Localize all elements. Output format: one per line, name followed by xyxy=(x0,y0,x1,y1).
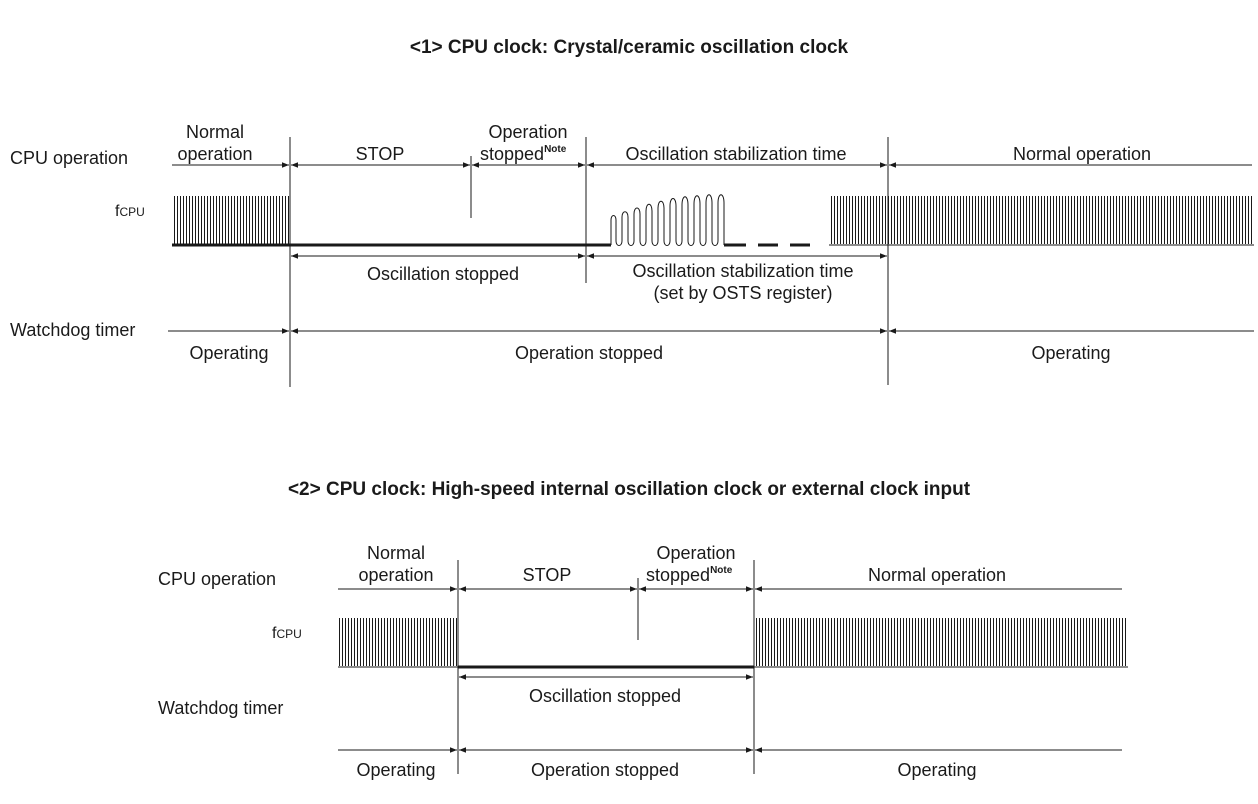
diagram2-phase-normal-right: Normal operation xyxy=(868,565,1006,585)
diagram2-watchdog-label: Watchdog timer xyxy=(158,698,283,718)
diagram1-fcpu-label: fCPU xyxy=(115,203,145,220)
diagram1-osc-stopped-label: Oscillation stopped xyxy=(367,264,519,284)
diagram1-wdt-operating-right: Operating xyxy=(1031,343,1110,363)
diagram2-phase-stop: STOP xyxy=(523,565,572,585)
diagram1-phase-osc-stab: Oscillation stabilization time xyxy=(625,144,846,164)
diagram1-phase-op-stopped-line2: stoppedNote xyxy=(480,144,567,164)
diagram2-wdt-operating-right: Operating xyxy=(897,760,976,780)
diagram1-wdt-label-inline: Watchdog timer xyxy=(10,320,135,340)
diagram1-title: <1> CPU clock: Crystal/ceramic oscillati… xyxy=(410,37,849,58)
diagram1-osc-stab-label-line2: (set by OSTS register) xyxy=(653,283,832,303)
diagram2-title: <2> CPU clock: High-speed internal oscil… xyxy=(288,479,971,500)
diagram1-clock-active-right xyxy=(829,196,1254,244)
diagram1-wdt-operation-stopped: Operation stopped xyxy=(515,343,663,363)
diagram2-clock-active-left xyxy=(338,618,458,666)
diagram1-clock-active-left xyxy=(172,196,290,244)
diagram1-osc-stab-label-line1: Oscillation stabilization time xyxy=(632,261,853,281)
diagram2-wdt-operation-stopped: Operation stopped xyxy=(531,760,679,780)
diagram-internal-oscillation: <2> CPU clock: High-speed internal oscil… xyxy=(158,479,1128,780)
diagram2-wdt-operating-left: Operating xyxy=(356,760,435,780)
diagram1-phase-normal-line1: Normal xyxy=(186,122,244,142)
diagram2-phase-op-stopped-line1: Operation xyxy=(656,543,735,563)
diagram1-phase-stop: STOP xyxy=(356,144,405,164)
diagram1-phase-normal-line2: operation xyxy=(177,144,252,164)
diagram2-fcpu-label: fCPU xyxy=(272,625,302,642)
diagram2-phase-normal-line2: operation xyxy=(358,565,433,585)
diagram1-cpu-operation-label: CPU operation xyxy=(10,148,128,168)
diagram2-phase-op-stopped-line2: stoppedNote xyxy=(646,565,733,585)
diagram2-cpu-operation-label: CPU operation xyxy=(158,569,276,589)
diagram-crystal-oscillation: <1> CPU clock: Crystal/ceramic oscillati… xyxy=(10,37,1254,387)
diagram1-oscillation-waveform xyxy=(610,194,725,246)
diagram1-wdt-operating-left: Operating xyxy=(189,343,268,363)
diagram2-phase-normal-line1: Normal xyxy=(367,543,425,563)
diagram2-osc-stopped-label: Oscillation stopped xyxy=(529,686,681,706)
diagram1-phase-op-stopped-line1: Operation xyxy=(488,122,567,142)
diagram1-phase-normal-right: Normal operation xyxy=(1013,144,1151,164)
diagram2-clock-active-right xyxy=(754,618,1128,666)
